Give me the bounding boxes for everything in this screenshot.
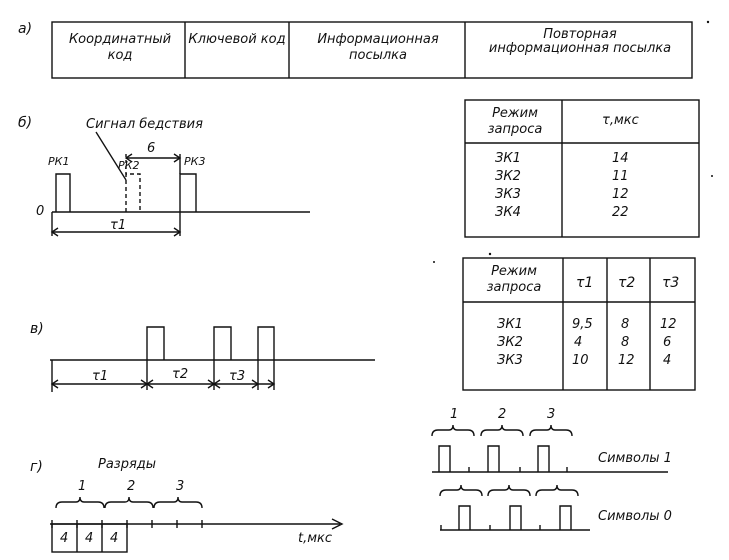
cell-info-message: Информационная посылка: [317, 32, 439, 63]
table2-row3-mode: ЗК3: [497, 353, 523, 368]
table1-row1-mode: ЗК1: [495, 151, 521, 166]
symbols-1-label: Символы 1: [598, 451, 672, 466]
g-bit-cells: [51, 523, 128, 553]
interval-six: 6: [147, 141, 156, 156]
tau1-label: τ1: [110, 218, 127, 233]
sym1-pulse-1: [438, 445, 451, 472]
cell-coordinate-code: Координатный код: [68, 32, 172, 63]
table2-header-mode: Режим запроса: [486, 264, 542, 295]
table2-row2-mode: ЗК2: [497, 335, 523, 350]
pulse-rk3-label: РК3: [184, 155, 206, 168]
pulse-rk1-label: РК1: [48, 155, 70, 168]
sym-num-1: 1: [450, 407, 459, 422]
pulse-rk2-label: РК2: [118, 159, 140, 172]
table2-header-tau3: τ3: [662, 275, 680, 291]
table2-row2-tau2: 8: [621, 335, 630, 350]
bit-cell-1: 4: [60, 531, 69, 546]
table2-row3-tau3: 4: [663, 353, 672, 368]
label-a: а): [18, 21, 33, 37]
table2-header-tau1: τ1: [576, 275, 594, 291]
table1-row3-tau: 12: [612, 187, 629, 202]
sym1-pulse-2: [487, 445, 500, 472]
label-g: г): [30, 459, 43, 475]
table1-row3-mode: ЗК3: [495, 187, 521, 202]
code-structure-frame: [51, 21, 693, 79]
table1-row4-tau: 22: [612, 205, 629, 220]
distress-signal-label: Сигнал бедствия: [86, 117, 203, 132]
cell-key-code: Ключевой код: [188, 32, 286, 47]
bit-num-1: 1: [78, 479, 87, 494]
b-pulse-rk1: [55, 173, 71, 212]
cell-repeat-info-message: Повторная информационная посылка: [488, 27, 672, 56]
sym-num-2: 2: [498, 407, 507, 422]
bit-num-3: 3: [176, 479, 185, 494]
table2-row2-tau3: 6: [663, 335, 672, 350]
table2-row1-tau1: 9,5: [572, 317, 593, 332]
v-pulse-2: [213, 326, 232, 360]
time-axis-label: t,мкс: [298, 531, 333, 546]
v-tau3: τ3: [229, 369, 246, 384]
table2-header-tau2: τ2: [618, 275, 636, 291]
zero-level: 0: [36, 204, 45, 219]
b-pulse-rk3: [179, 173, 197, 212]
table1-header-mode: Режим запроса: [487, 106, 543, 137]
sym1-pulse-3: [537, 445, 550, 472]
table1-row1-tau: 14: [612, 151, 629, 166]
table1-row2-mode: ЗК2: [495, 169, 521, 184]
symbols-0-label: Символы 0: [598, 509, 672, 524]
v-pulse-1: [146, 326, 165, 360]
sym0-pulse-3: [559, 505, 572, 530]
bit-num-2: 2: [127, 479, 136, 494]
mode-table-2: [462, 257, 696, 391]
v-pulse-3: [257, 326, 275, 360]
sym0-pulse-1: [458, 505, 471, 530]
table2-row3-tau2: 12: [618, 353, 635, 368]
mode-table-1: [464, 99, 700, 238]
table2-row1-tau3: 12: [660, 317, 677, 332]
label-b: б): [18, 115, 33, 131]
sym0-pulse-2: [509, 505, 522, 530]
bit-cell-3: 4: [110, 531, 119, 546]
table2-row3-tau1: 10: [572, 353, 589, 368]
table1-row2-tau: 11: [612, 169, 629, 184]
bit-cell-2: 4: [85, 531, 94, 546]
table2-row1-tau2: 8: [621, 317, 630, 332]
table1-header-tau: τ,мкс: [602, 113, 639, 128]
table2-row2-tau1: 4: [574, 335, 583, 350]
table1-row4-mode: ЗК4: [495, 205, 521, 220]
sym-num-3: 3: [547, 407, 556, 422]
b-pulse-rk2: [125, 173, 141, 212]
bits-label: Разряды: [98, 457, 157, 472]
v-tau1: τ1: [92, 369, 109, 384]
table2-row1-mode: ЗК1: [497, 317, 523, 332]
label-v: в): [30, 321, 44, 337]
v-tau2: τ2: [172, 367, 189, 382]
